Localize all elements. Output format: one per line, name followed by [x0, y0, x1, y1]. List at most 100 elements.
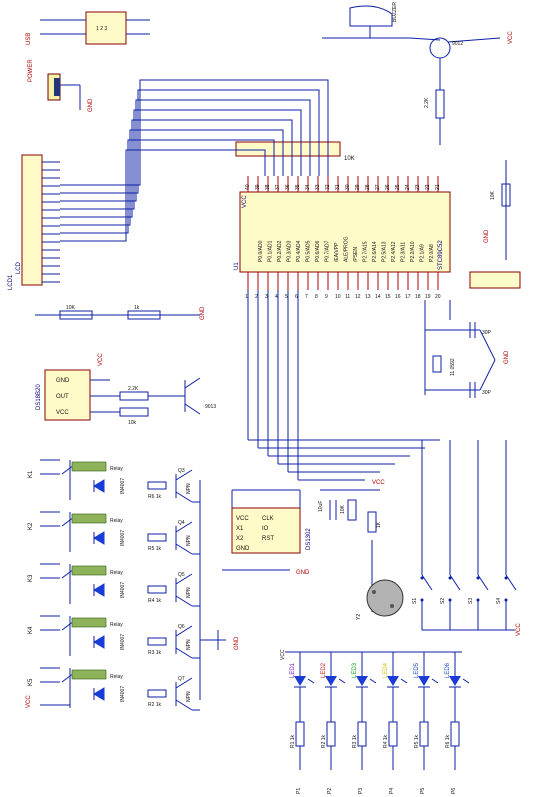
- switch-label: S1: [412, 598, 418, 604]
- switch-label: S4: [496, 598, 502, 604]
- crystal-label: 11.0592: [450, 358, 456, 376]
- relay-ref: K2: [28, 522, 34, 530]
- led-resistor-label: R4 1k: [383, 734, 389, 748]
- diode-label: IN4007: [120, 530, 126, 546]
- mcu-pin-label: P0.5/AD5: [306, 240, 312, 262]
- push-switch[interactable]: S4: [496, 440, 517, 630]
- ds1302-x1: X1: [236, 526, 244, 532]
- gnd-label-top: GND: [88, 98, 94, 112]
- lcd-ref: LCD1: [8, 274, 14, 290]
- vcc-switch-label: VCC: [516, 623, 522, 636]
- lcd-label: LCD: [16, 261, 22, 274]
- ds1302-rst: RST: [262, 536, 274, 542]
- ds1302-io: IO: [262, 526, 269, 532]
- mcu-pin-label: P2.0/A8: [429, 244, 435, 262]
- q1-label: 9012: [452, 41, 463, 47]
- mcu-pin-label: P2.2/A10: [410, 241, 416, 262]
- led-resistor-label: R1 1k: [290, 734, 296, 748]
- relay-label: Relay: [110, 622, 123, 628]
- mcu-pin-top-number: 33: [315, 184, 321, 190]
- mcu-pin-label: P0.2/AD2: [277, 240, 283, 262]
- flyback-diode-icon: [93, 687, 105, 701]
- led-icon: [449, 676, 461, 686]
- respack: 10K: [235, 141, 355, 162]
- mcu-pin-top-number: 40: [245, 184, 251, 190]
- relay-coil: [71, 461, 107, 472]
- led-resistor: [326, 721, 336, 747]
- y2-ref: Y2: [356, 614, 362, 620]
- relay-q-ref: Q5: [178, 572, 185, 578]
- relay-resistor: [147, 533, 167, 542]
- ds1302-box: [231, 507, 301, 554]
- mcu-pin-bottom-number: 16: [395, 294, 401, 300]
- diode-label: IN4007: [120, 582, 126, 598]
- mcu-pin-label: P0.7/AD7: [325, 240, 331, 262]
- vcc-ds: VCC: [98, 353, 104, 366]
- r-reset-label: 10K: [490, 190, 496, 200]
- mcu-pin-bottom-number: 20: [435, 294, 441, 300]
- led-resistor: [357, 721, 367, 747]
- bus-wires: [60, 79, 440, 481]
- mcu-pin-top-number: 24: [405, 184, 411, 190]
- mcu-pin-top-number: 21: [435, 184, 441, 190]
- mcu-pin-top-number: 25: [395, 184, 401, 190]
- led-net: P2: [327, 788, 333, 794]
- mcu-pin-label: P2.3/A11: [401, 242, 407, 262]
- mcu-pin-top-number: 38: [265, 184, 271, 190]
- mcu-pin-label: P0.1/AD1: [268, 240, 274, 262]
- switch-label: S3: [468, 598, 474, 604]
- led-icon: [294, 676, 306, 686]
- c2-label: 30P: [482, 330, 492, 336]
- push-switch[interactable]: S2: [440, 440, 461, 630]
- mcu-pin-bottom-number: 11: [345, 294, 350, 300]
- gnd-mid-label: GND: [234, 636, 240, 650]
- mcu-ref: U1: [234, 262, 240, 270]
- led-resistor: [295, 721, 305, 747]
- mcu-pin-bottom-number: 17: [405, 294, 411, 300]
- power-label: POWER: [28, 59, 34, 82]
- relay-label: Relay: [110, 570, 123, 576]
- reset-header: [469, 271, 521, 289]
- led-ref: LED6: [445, 662, 451, 678]
- relay-q-type: NPN: [186, 535, 192, 546]
- mcu-pin-bottom-number: 13: [365, 294, 371, 300]
- led-net: P4: [389, 788, 395, 794]
- relay-q-ref: Q4: [178, 520, 185, 526]
- relay-ref: K4: [28, 626, 34, 634]
- flyback-diode-icon: [93, 531, 105, 545]
- led-resistor-label: R3 1k: [352, 734, 358, 748]
- relay-ref: K1: [28, 470, 34, 478]
- rk2-label: 10K: [66, 305, 76, 311]
- led-ref: LED4: [383, 662, 389, 678]
- mcu-pin-bottom-number: 15: [385, 294, 391, 300]
- mcu-pin-top-number: 39: [255, 184, 261, 190]
- r22-label: 10k: [128, 420, 137, 426]
- mcu-pin-label: ALE/PROG: [344, 236, 350, 262]
- mcu-pin-bottom-number: 4: [275, 294, 278, 300]
- led-resistor: [419, 721, 429, 747]
- relay-coil: [71, 565, 107, 576]
- relay-label: Relay: [110, 466, 123, 472]
- ds-pin-out: OUT: [56, 394, 69, 400]
- mcu-part: STC89C52: [438, 240, 444, 270]
- relay-q-type: NPN: [186, 691, 192, 702]
- mcu-pin-top-number: 32: [325, 184, 331, 190]
- gnd-rk: GND: [200, 306, 206, 320]
- led-vcc-label: VCC: [280, 649, 286, 660]
- relay-resistor-label: R5 1k: [148, 546, 162, 552]
- push-switch[interactable]: S3: [468, 440, 489, 630]
- power-switch-box: [85, 11, 127, 45]
- led-resistor-label: R5 1k: [414, 734, 420, 748]
- push-switch[interactable]: S1: [412, 440, 433, 630]
- c3-label: 30P: [482, 390, 492, 396]
- led-ref: LED1: [290, 662, 296, 678]
- relay-coil: [71, 617, 107, 628]
- relay-label: Relay: [110, 674, 123, 680]
- relay-resistor: [147, 481, 167, 490]
